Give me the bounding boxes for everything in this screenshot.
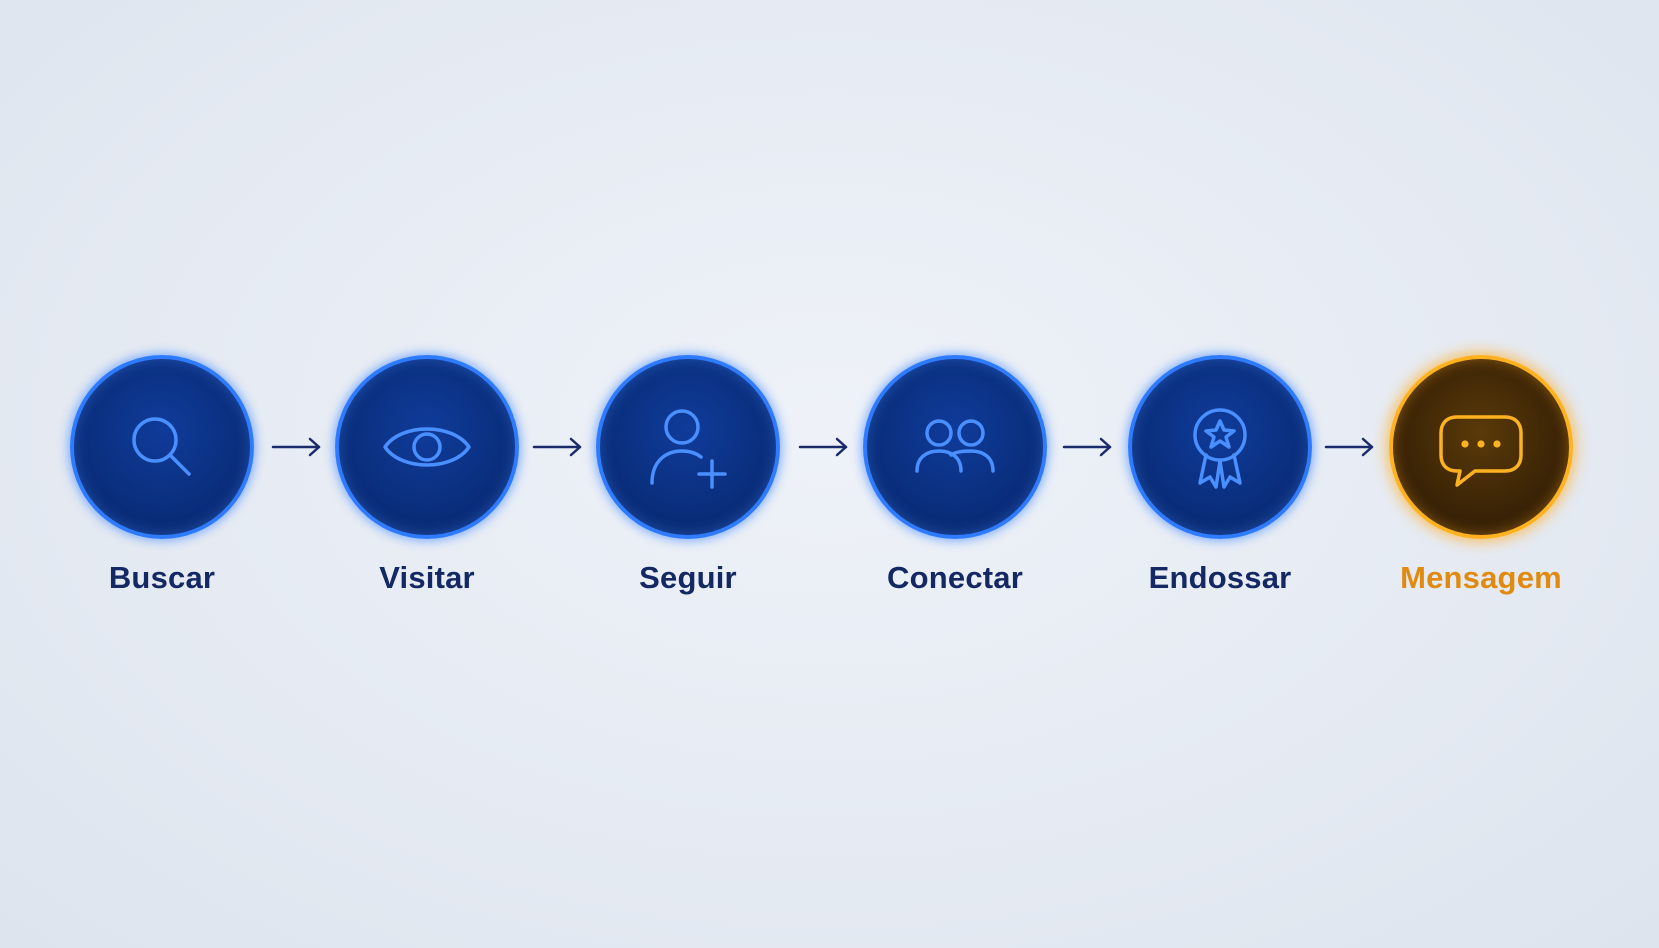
- users-icon: [907, 399, 1003, 495]
- step-node-visitar: [335, 355, 519, 539]
- step-node-conectar: [863, 355, 1047, 539]
- chat-bubble-icon: [1433, 399, 1529, 495]
- user-plus-icon: [640, 399, 736, 495]
- step-label: Buscar: [108, 560, 216, 595]
- step-label: Visitar: [379, 560, 475, 595]
- search-icon: [114, 399, 210, 495]
- step-mensagem: Mensagem: [1351, 355, 1611, 615]
- arrow-right-icon: [797, 433, 851, 461]
- award-star-icon: [1172, 399, 1268, 495]
- arrow-right-icon: [270, 433, 324, 461]
- step-seguir: Seguir: [558, 355, 818, 615]
- step-label: Endossar: [1148, 560, 1292, 595]
- step-conectar: Conectar: [825, 355, 1085, 615]
- step-visitar: Visitar: [297, 355, 557, 615]
- arrow-right-icon: [1323, 433, 1377, 461]
- step-label: Mensagem: [1400, 560, 1562, 595]
- arrow-right-icon: [1061, 433, 1115, 461]
- step-node-endossar: [1128, 355, 1312, 539]
- step-label: Seguir: [639, 560, 737, 595]
- arrow-right-icon: [531, 433, 585, 461]
- step-buscar: Buscar: [32, 355, 292, 615]
- step-node-buscar: [70, 355, 254, 539]
- step-node-seguir: [596, 355, 780, 539]
- step-endossar: Endossar: [1090, 355, 1350, 615]
- eye-icon: [379, 399, 475, 495]
- step-node-mensagem: [1389, 355, 1573, 539]
- step-label: Conectar: [887, 560, 1023, 595]
